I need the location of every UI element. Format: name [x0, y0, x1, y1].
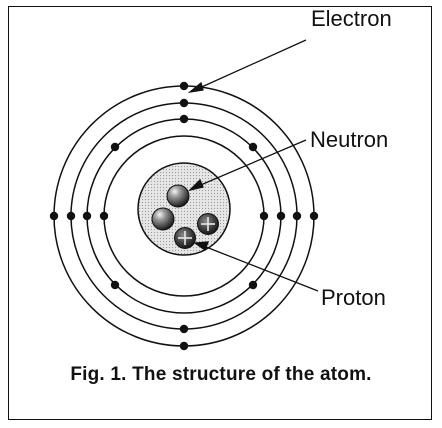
electron-dot — [260, 212, 268, 220]
electron-dot — [111, 281, 119, 289]
electron-dot — [180, 342, 188, 350]
electron-dot — [180, 115, 188, 123]
proton-label: Proton — [321, 285, 386, 311]
neutron-particle — [167, 185, 189, 207]
electron-dot — [83, 212, 91, 220]
electron-arrow — [190, 40, 306, 92]
electron-dot — [67, 212, 75, 220]
electron-dot — [180, 99, 188, 107]
electron-dot — [180, 325, 188, 333]
neutron-arrow — [190, 140, 306, 190]
electron-dot — [50, 212, 58, 220]
neutron-particle — [152, 208, 174, 230]
electron-dot — [277, 212, 285, 220]
electron-dot — [111, 143, 119, 151]
electron-dot — [310, 212, 318, 220]
electron-label: Electron — [311, 6, 392, 32]
electron-dot — [100, 212, 108, 220]
proton-particle — [198, 214, 219, 235]
electron-dot — [249, 281, 257, 289]
proton-particle — [175, 228, 196, 249]
electron-dot — [293, 212, 301, 220]
electron-dot — [180, 82, 188, 90]
figure-caption: Fig. 1. The structure of the atom. — [0, 364, 442, 386]
electron-dot — [249, 143, 257, 151]
neutron-label: Neutron — [310, 127, 388, 153]
